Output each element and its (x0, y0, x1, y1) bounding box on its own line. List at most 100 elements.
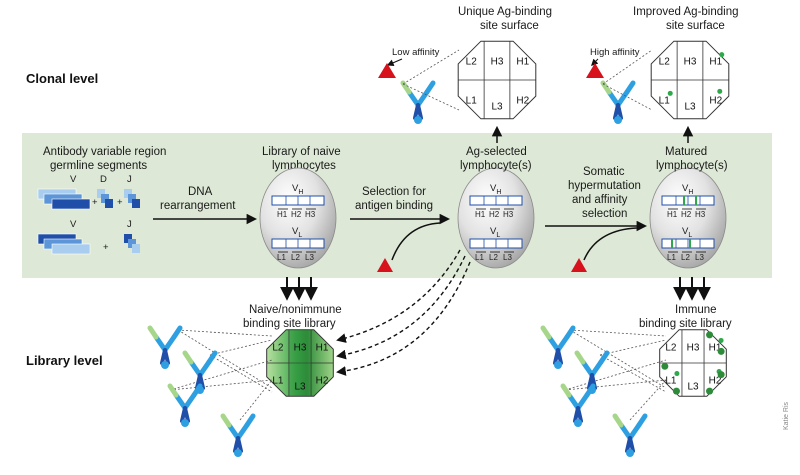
antigen-triangle-top-2 (586, 63, 604, 78)
somatic-label-1: Somatic (583, 166, 625, 178)
germline-label-1: Antibody variable region (43, 146, 166, 158)
clonal-level-title: Clonal level (26, 71, 98, 86)
matured-label-2: lymphocyte(s) (656, 160, 728, 172)
low-affinity-label: Low affinity (392, 47, 440, 58)
h-region-label: H1 (667, 210, 678, 219)
l-region-label: L3 (503, 253, 512, 262)
octagon-region-label: L1 (466, 95, 478, 106)
library-level-title: Library level (26, 353, 103, 368)
octagon-region-label: H1 (709, 342, 722, 353)
octagon-region-label: H2 (516, 95, 529, 106)
svg-text:+: + (117, 197, 123, 208)
ag-selected-label-2: lymphocyte(s) (460, 160, 532, 172)
high-affinity-pointer (591, 58, 599, 66)
immune-down-arrows (673, 277, 711, 301)
naive-lib-label-2: lymphocytes (272, 160, 336, 172)
octagon-region-label: L2 (665, 342, 677, 353)
unique-label-1: Unique Ag-binding (458, 6, 552, 18)
antigen-curve-2 (583, 227, 638, 261)
l-region-label: L1 (667, 253, 676, 262)
vh-label: VH (292, 183, 303, 196)
vl-label: VL (490, 226, 500, 239)
h-region-label: H2 (681, 210, 692, 219)
immune-library-antibodies (543, 328, 667, 457)
l-region-label: L2 (681, 253, 690, 262)
dotted-connector (602, 49, 653, 85)
octagon-region-label: L2 (466, 57, 478, 68)
pathway-band (22, 133, 772, 278)
octagon-region-label: H3 (684, 57, 697, 68)
h-region-label: H3 (503, 210, 514, 219)
dotted-connector (402, 49, 460, 85)
unique-label-2: site surface (480, 20, 539, 32)
improved-label-2: site surface (666, 20, 725, 32)
l-region-label: L3 (695, 253, 704, 262)
octagon-region-label: H1 (516, 57, 529, 68)
germline-label-2: germline segments (50, 160, 147, 172)
dna-label-2: rearrangement (160, 200, 236, 212)
octagon-region-label: H3 (294, 342, 307, 353)
high-affinity-label: High affinity (590, 47, 640, 58)
svg-text:J: J (127, 174, 132, 185)
naive-binding-label-1: Naive/nonimmune (249, 304, 342, 316)
somatic-label-3: and affinity (572, 194, 628, 206)
svg-text:D: D (100, 174, 107, 185)
svg-text:V: V (70, 219, 77, 230)
svg-text:J: J (127, 219, 132, 230)
vl-label: VL (292, 226, 302, 239)
vl-label: VL (682, 226, 692, 239)
antibody-icon-top-2 (603, 83, 633, 124)
octagon-region-label: H1 (709, 57, 722, 68)
h-region-label: H1 (277, 210, 288, 219)
l-region-label: L3 (305, 253, 314, 262)
immune-binding-label-2: binding site library (639, 318, 732, 330)
h-region-label: H3 (695, 210, 706, 219)
octagon-region-label: H2 (709, 95, 722, 106)
somatic-label-2: hypermutation (568, 180, 641, 192)
dotted-connector (602, 83, 653, 111)
antigen-curve-1 (391, 222, 441, 261)
h-region-label: H1 (475, 210, 486, 219)
selection-label-2: antigen binding (355, 200, 433, 212)
octagon-region-label: L3 (687, 382, 699, 393)
octagon-region-label: L3 (684, 101, 696, 112)
svg-text:+: + (92, 197, 98, 208)
matured-label-1: Matured (665, 146, 707, 158)
octagon-region-label: H3 (491, 57, 504, 68)
naive-down-arrows (280, 277, 318, 301)
vh-label: VH (682, 183, 693, 196)
octagon-region-label: H2 (709, 376, 722, 387)
antigen-triangle-2 (571, 258, 587, 272)
octagon-region-label: L3 (491, 101, 503, 112)
antibody-icon-top-1 (403, 83, 433, 124)
l-region-label: L2 (489, 253, 498, 262)
octagon-region-label: H1 (316, 342, 329, 353)
h-region-label: H2 (489, 210, 500, 219)
low-affinity-pointer (386, 58, 403, 67)
octagon-region-label: H2 (316, 376, 329, 387)
naive-lib-label-1: Library of naive (262, 146, 341, 158)
octagon-region-label: L1 (665, 376, 677, 387)
l-region-label: L1 (277, 253, 286, 262)
l-region-label: L1 (475, 253, 484, 262)
antigen-triangle (377, 258, 393, 272)
svg-text:+: + (103, 242, 109, 253)
octagon-region-label: L2 (659, 57, 671, 68)
h-region-label: H2 (291, 210, 302, 219)
octagon-region-label: H3 (687, 342, 700, 353)
svg-text:V: V (70, 174, 77, 185)
selection-label-1: Selection for (362, 186, 426, 198)
improved-label-1: Improved Ag-binding (633, 6, 738, 18)
h-region-label: H3 (305, 210, 316, 219)
naive-binding-label-2: binding site library (243, 318, 336, 330)
octagon-region-label: L3 (294, 382, 306, 393)
dna-label-1: DNA (188, 186, 213, 198)
